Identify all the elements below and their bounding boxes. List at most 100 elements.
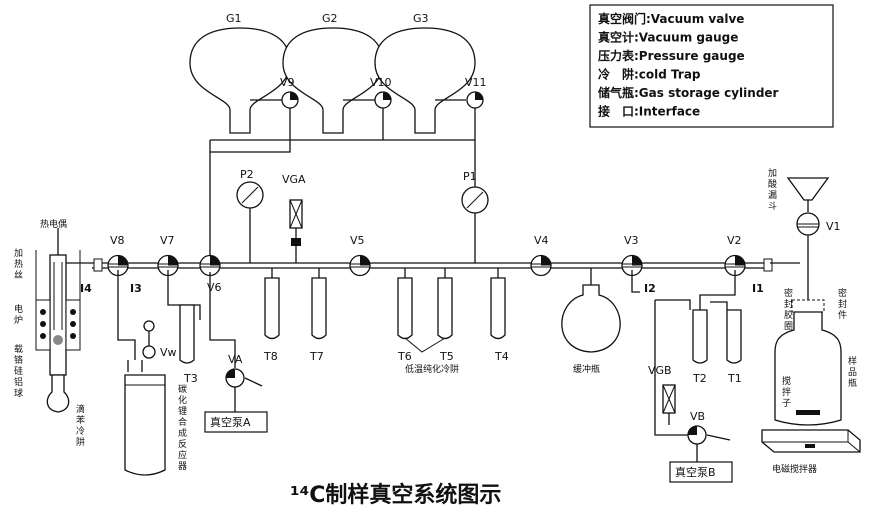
label-v7: V7 <box>160 234 175 247</box>
label-i2: I2 <box>644 282 656 295</box>
label-vgb: VGB <box>648 364 672 377</box>
label-heating-wire-char: 丝 <box>14 269 23 281</box>
label-v10: V10 <box>370 76 392 89</box>
legend-item: 真空阀门:Vacuum valve <box>598 11 744 26</box>
label-furnace-char: 炉 <box>14 314 23 326</box>
valve-v7[interactable] <box>157 254 179 277</box>
gas-cylinder-g3 <box>374 27 476 134</box>
label-p1: P1 <box>463 170 477 183</box>
gas-cylinder-g2 <box>282 27 384 134</box>
label-vw: Vw <box>160 346 177 359</box>
legend-item: 接 口:Interface <box>598 104 700 119</box>
label-t5: T5 <box>439 350 454 363</box>
label-funnel-char: 酸 <box>768 179 777 190</box>
cold-trap-t8 <box>264 268 280 340</box>
diagram-title: ¹⁴C制样真空系统图示 <box>290 482 501 508</box>
label-ball-char: 硅 <box>14 365 23 377</box>
buffer-bottle <box>561 268 621 353</box>
label-stir-bar-char: 子 <box>782 398 791 409</box>
cold-trap-t4 <box>490 268 506 340</box>
label-v1: V1 <box>826 220 841 233</box>
acid-funnel <box>786 177 830 212</box>
cold-trap-t2-t1 <box>654 270 742 436</box>
label-funnel-char: 斗 <box>768 201 777 212</box>
cold-trap-t7 <box>311 268 327 340</box>
vacuum-pump-a[interactable]: 真空泵A <box>204 411 268 433</box>
label-seal-rubber-char: 密 <box>784 287 793 299</box>
valve-v9[interactable] <box>281 91 299 109</box>
label-vb: VB <box>690 410 705 423</box>
legend-item: 真空计:Vacuum gauge <box>598 30 738 45</box>
label-funnel-char: 漏 <box>768 189 777 201</box>
valve-v2[interactable] <box>724 254 746 277</box>
valve-v4[interactable] <box>530 254 552 277</box>
label-reactor-char: 碳 <box>178 383 187 395</box>
label-p2: P2 <box>240 168 254 181</box>
label-seal-rubber-char: 封 <box>784 298 793 310</box>
label-thermocouple: 热电偶 <box>40 218 67 230</box>
label-v8: V8 <box>110 234 125 247</box>
valve-v10[interactable] <box>374 91 392 109</box>
label-ball-char: 球 <box>14 387 23 399</box>
valve-v11[interactable] <box>466 91 484 109</box>
vacuum-gauge-vgb <box>662 384 676 425</box>
legend-frame <box>589 4 834 128</box>
label-ball-char: 载 <box>14 343 23 355</box>
label-t2: T2 <box>692 372 707 385</box>
label-v5: V5 <box>350 234 365 247</box>
label-ball-char: 铝 <box>14 376 23 388</box>
label-t1: T1 <box>727 372 742 385</box>
interface-i4[interactable] <box>93 258 103 272</box>
label-g2: G2 <box>322 12 338 25</box>
label-seal-part-char: 件 <box>838 309 847 321</box>
label-reactor-char: 应 <box>178 449 187 461</box>
label-heating-wire-char: 加 <box>14 248 23 259</box>
label-t8: T8 <box>263 350 278 363</box>
vacuum-pump-b[interactable]: 真空泵B <box>669 461 733 483</box>
label-reactor-char: 锂 <box>178 405 187 417</box>
label-vga: VGA <box>282 173 306 186</box>
label-heating-wire-group: 加热丝 <box>14 248 23 281</box>
interface-i1[interactable] <box>763 258 773 272</box>
label-seal-part-char: 封 <box>838 298 847 310</box>
cold-trap-t3 <box>167 270 201 364</box>
label-furnace-char: 电 <box>14 303 23 315</box>
cold-trap-t6 <box>397 268 413 340</box>
pressure-gauge-p1 <box>461 186 489 263</box>
pressure-gauge-p2 <box>236 181 264 263</box>
lithium-carbide-reactor <box>117 270 166 476</box>
label-benzene-trap-char: 冷 <box>76 425 85 437</box>
label-sample-bottle-char: 样 <box>848 355 857 367</box>
label-benzene-trap-char: 苯 <box>76 414 85 426</box>
magnetic-stirrer[interactable] <box>761 429 861 453</box>
legend-item: 储气瓶:Gas storage cylinder <box>598 85 779 100</box>
label-t6: T6 <box>397 350 412 363</box>
label-i1: I1 <box>752 282 764 295</box>
legend-item: 冷 阱:cold Trap <box>598 67 701 82</box>
label-v4: V4 <box>534 234 549 247</box>
gas-cylinder-g1 <box>189 27 291 134</box>
label-v6: V6 <box>207 281 222 294</box>
label-v2: V2 <box>727 234 742 247</box>
valve-v3[interactable] <box>621 254 643 277</box>
label-funnel-char: 加 <box>768 168 777 179</box>
label-i3: I3 <box>130 282 142 295</box>
valve-va[interactable] <box>209 272 263 412</box>
label-ball-char: 铬 <box>14 354 23 366</box>
label-pump-b: 真空泵B <box>675 465 716 479</box>
gas-cylinders: G1 G2 G3 <box>189 12 476 134</box>
valve-vb[interactable] <box>687 425 731 462</box>
valve-v1[interactable] <box>796 212 820 300</box>
label-t3: T3 <box>183 372 198 385</box>
label-pump-a: 真空泵A <box>210 415 251 429</box>
valve-v5[interactable] <box>349 254 371 277</box>
label-v3: V3 <box>624 234 639 247</box>
valve-v8[interactable] <box>107 254 129 277</box>
label-v9: V9 <box>280 76 295 89</box>
valve-v6[interactable] <box>199 254 221 277</box>
label-seal-part-char: 密 <box>838 287 847 299</box>
label-g3: G3 <box>413 12 429 25</box>
label-reactor-char: 化 <box>178 394 187 406</box>
